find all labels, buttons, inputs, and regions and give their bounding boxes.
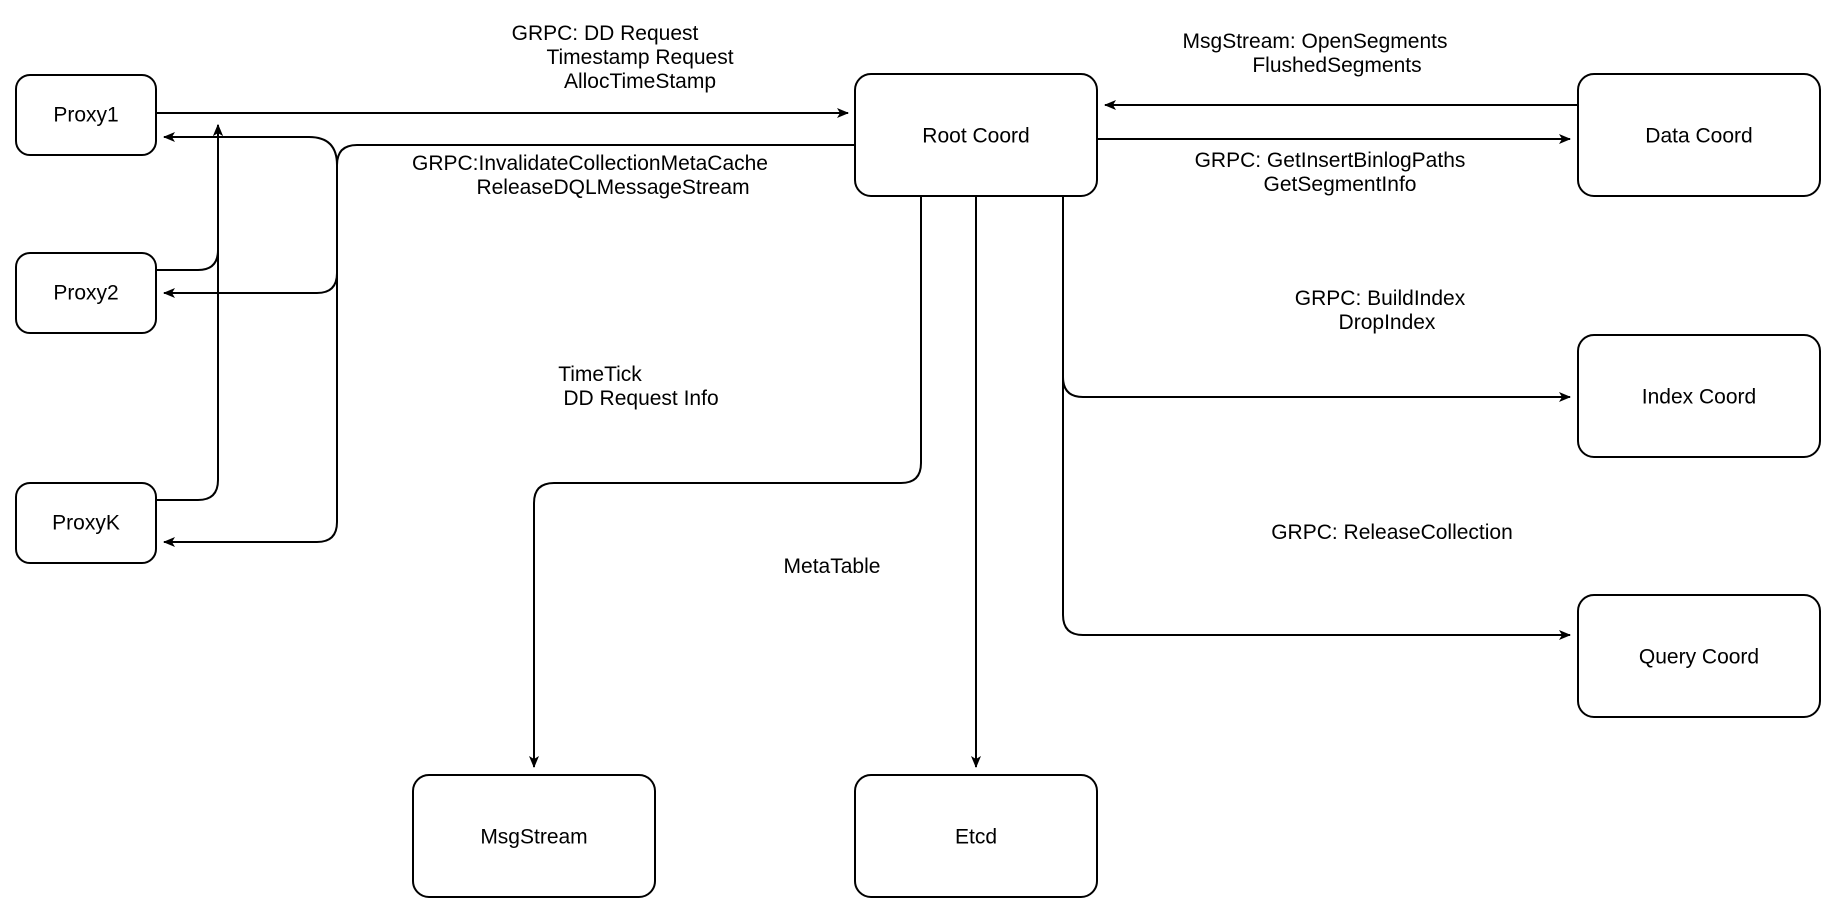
node-datacoord-box[interactable]: [1577, 73, 1821, 197]
edge-label-line: Timestamp Request: [546, 46, 733, 69]
node-proxy1[interactable]: Proxy1: [15, 74, 157, 156]
node-datacoord-label: Data Coord: [1645, 125, 1752, 148]
nodes-layer: Proxy1 Proxy2 ProxyK Root Coord Data Coo…: [15, 73, 1821, 898]
edge-label-line: TimeTick: [558, 363, 642, 386]
edge-proxyk-trunk: [156, 124, 223, 501]
edge-label-rootcoord-to-proxy: GRPC:InvalidateCollectionMetaCache Relea…: [412, 152, 768, 199]
node-querycoord-box[interactable]: [1577, 594, 1821, 718]
edge-rootcoord-to-msgstream: [529, 196, 922, 768]
node-indexcoord[interactable]: Index Coord: [1577, 334, 1821, 458]
edge-label-line: GRPC: DD Request: [512, 22, 699, 45]
node-etcd-label: Etcd: [955, 826, 997, 849]
edges-layer: [156, 100, 1578, 768]
node-msgstream[interactable]: MsgStream: [412, 774, 656, 898]
edge-label-line: MetaTable: [784, 555, 881, 578]
edge-label-line: GRPC: ReleaseCollection: [1271, 521, 1513, 544]
edge-label-line: GRPC: BuildIndex: [1295, 287, 1466, 310]
edge-label-line: GRPC: GetInsertBinlogPaths: [1195, 149, 1466, 172]
node-proxyk-box[interactable]: [15, 482, 157, 564]
edge-labels-layer: GRPC: DD Request Timestamp Request Alloc…: [412, 22, 1513, 578]
node-proxy2-box[interactable]: [15, 252, 157, 334]
node-proxyk[interactable]: ProxyK: [15, 482, 157, 564]
edge-rootcoord-to-querycoord: [1062, 196, 1571, 640]
edge-label-line: GetSegmentInfo: [1264, 173, 1417, 196]
node-msgstream-box[interactable]: [412, 774, 656, 898]
edge-label-line: AllocTimeStamp: [564, 70, 716, 93]
edge-label-line: MsgStream: OpenSegments: [1183, 30, 1448, 53]
edge-label-rootcoord-to-querycoord: GRPC: ReleaseCollection: [1271, 521, 1513, 544]
edge-label-rootcoord-to-indexcoord: GRPC: BuildIndex DropIndex: [1295, 287, 1466, 334]
edge-rootcoord-to-proxy-bus: [163, 144, 855, 547]
node-datacoord[interactable]: Data Coord: [1577, 73, 1821, 197]
edge-label-line: DD Request Info: [563, 387, 718, 410]
edge-label-rootcoord-to-datacoord: GRPC: GetInsertBinlogPaths GetSegmentInf…: [1195, 149, 1466, 196]
node-proxy2[interactable]: Proxy2: [15, 252, 157, 334]
node-rootcoord-box[interactable]: [854, 73, 1098, 197]
node-proxy2-label: Proxy2: [53, 282, 118, 305]
edge-label-line: FlushedSegments: [1252, 54, 1421, 77]
node-querycoord[interactable]: Query Coord: [1577, 594, 1821, 718]
node-querycoord-label: Query Coord: [1639, 646, 1759, 669]
node-proxy1-label: Proxy1: [53, 104, 118, 127]
edge-label-rootcoord-to-etcd: MetaTable: [784, 555, 881, 578]
edge-label-proxy-to-rootcoord: GRPC: DD Request Timestamp Request Alloc…: [512, 22, 734, 93]
edge-label-datacoord-to-rootcoord: MsgStream: OpenSegments FlushedSegments: [1183, 30, 1448, 77]
edge-rootcoord-to-proxy1: [163, 132, 338, 166]
edge-proxy2-trunk: [156, 124, 223, 271]
node-etcd-box[interactable]: [854, 774, 1098, 898]
node-indexcoord-label: Index Coord: [1642, 386, 1756, 409]
node-rootcoord[interactable]: Root Coord: [854, 73, 1098, 197]
edge-label-line: DropIndex: [1339, 311, 1436, 334]
node-rootcoord-label: Root Coord: [922, 125, 1029, 148]
node-proxyk-label: ProxyK: [52, 512, 120, 535]
edge-rootcoord-to-proxy2: [163, 272, 338, 298]
edge-label-line: GRPC:InvalidateCollectionMetaCache: [412, 152, 768, 175]
node-proxy1-box[interactable]: [15, 74, 157, 156]
node-etcd[interactable]: Etcd: [854, 774, 1098, 898]
node-indexcoord-box[interactable]: [1577, 334, 1821, 458]
node-msgstream-label: MsgStream: [480, 826, 587, 849]
edge-label-line: ReleaseDQLMessageStream: [476, 176, 749, 199]
edge-label-rootcoord-to-msgstream: TimeTick DD Request Info: [558, 363, 718, 410]
